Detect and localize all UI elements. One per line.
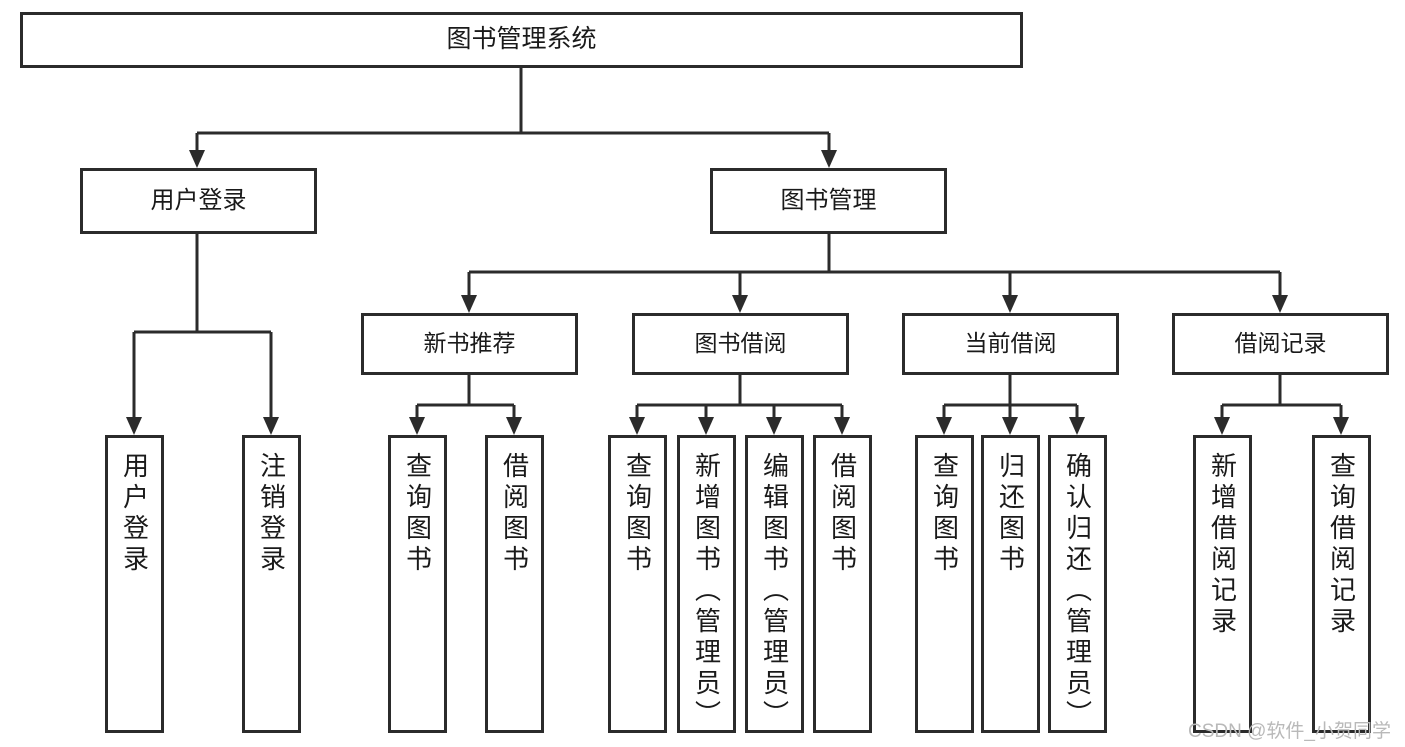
node-leaf-book-borrow-query[interactable]: 查询图书 bbox=[608, 435, 667, 733]
node-leaf-current-borrow-query[interactable]: 查询图书 bbox=[915, 435, 974, 733]
node-leaf-new-book-borrow-label: 借阅图书 bbox=[499, 452, 530, 576]
node-group-book-borrow[interactable]: 图书借阅 bbox=[632, 313, 849, 375]
arrow-book-borrow-leaf-3 bbox=[766, 417, 782, 435]
arrow-root-to-book-manage bbox=[821, 150, 837, 168]
arrow-borrow-record-leaf-1 bbox=[1214, 417, 1230, 435]
node-leaf-book-borrow-add[interactable]: 新增图书（管理员） bbox=[677, 435, 736, 733]
node-leaf-book-borrow-borrow[interactable]: 借阅图书 bbox=[813, 435, 872, 733]
node-leaf-user-login-logout[interactable]: 注销登录 bbox=[242, 435, 301, 733]
arrow-current-borrow-leaf-3 bbox=[1069, 417, 1085, 435]
arrow-book-borrow-leaf-4 bbox=[834, 417, 850, 435]
node-leaf-borrow-record-query[interactable]: 查询借阅记录 bbox=[1312, 435, 1371, 733]
node-leaf-current-borrow-return[interactable]: 归还图书 bbox=[981, 435, 1040, 733]
node-leaf-current-borrow-return-label: 归还图书 bbox=[995, 452, 1026, 576]
arrow-book-manage-group-3 bbox=[1002, 295, 1018, 313]
node-leaf-current-borrow-query-label: 查询图书 bbox=[929, 452, 960, 576]
node-leaf-borrow-record-query-label: 查询借阅记录 bbox=[1326, 452, 1357, 638]
node-branch-user-login[interactable]: 用户登录 bbox=[80, 168, 317, 234]
node-leaf-new-book-borrow[interactable]: 借阅图书 bbox=[485, 435, 544, 733]
arrow-current-borrow-leaf-2 bbox=[1002, 417, 1018, 435]
arrow-book-borrow-leaf-1 bbox=[629, 417, 645, 435]
node-group-borrow-record[interactable]: 借阅记录 bbox=[1172, 313, 1389, 375]
node-branch-user-login-label: 用户登录 bbox=[150, 186, 247, 214]
node-root-label: 图书管理系统 bbox=[446, 25, 597, 54]
node-leaf-user-login-login-label: 用户登录 bbox=[119, 452, 150, 576]
arrow-new-book-leaf-2 bbox=[506, 417, 522, 435]
node-leaf-current-borrow-confirm-label: 确认归还（管理员） bbox=[1062, 452, 1093, 731]
arrow-book-borrow-leaf-2 bbox=[698, 417, 714, 435]
node-leaf-user-login-logout-label: 注销登录 bbox=[256, 452, 287, 576]
node-group-borrow-record-label: 借阅记录 bbox=[1234, 330, 1327, 357]
node-group-book-borrow-label: 图书借阅 bbox=[694, 330, 787, 357]
arrow-current-borrow-leaf-1 bbox=[936, 417, 952, 435]
arrow-book-manage-group-4 bbox=[1272, 295, 1288, 313]
node-root-system[interactable]: 图书管理系统 bbox=[20, 12, 1023, 68]
node-leaf-book-borrow-borrow-label: 借阅图书 bbox=[827, 452, 858, 576]
arrow-book-manage-group-1 bbox=[461, 295, 477, 313]
node-leaf-book-borrow-query-label: 查询图书 bbox=[622, 452, 653, 576]
node-branch-book-management-label: 图书管理 bbox=[780, 186, 877, 214]
arrow-borrow-record-leaf-2 bbox=[1333, 417, 1349, 435]
arrow-new-book-leaf-1 bbox=[409, 417, 425, 435]
arrow-root-to-user-login bbox=[189, 150, 205, 168]
node-leaf-new-book-query-label: 查询图书 bbox=[402, 452, 433, 576]
node-group-current-borrow-label: 当前借阅 bbox=[964, 330, 1057, 357]
arrow-book-manage-group-2 bbox=[732, 295, 748, 313]
node-leaf-book-borrow-edit[interactable]: 编辑图书（管理员） bbox=[745, 435, 804, 733]
node-group-new-book-recommend[interactable]: 新书推荐 bbox=[361, 313, 578, 375]
node-leaf-book-borrow-add-label: 新增图书（管理员） bbox=[691, 452, 722, 731]
node-branch-book-management[interactable]: 图书管理 bbox=[710, 168, 947, 234]
node-leaf-book-borrow-edit-label: 编辑图书（管理员） bbox=[759, 452, 790, 731]
node-leaf-new-book-query[interactable]: 查询图书 bbox=[388, 435, 447, 733]
node-leaf-current-borrow-confirm[interactable]: 确认归还（管理员） bbox=[1048, 435, 1107, 733]
node-leaf-borrow-record-add[interactable]: 新增借阅记录 bbox=[1193, 435, 1252, 733]
arrow-user-login-leaf-1 bbox=[126, 417, 142, 435]
node-group-new-book-recommend-label: 新书推荐 bbox=[423, 330, 516, 357]
node-leaf-user-login-login[interactable]: 用户登录 bbox=[105, 435, 164, 733]
arrow-user-login-leaf-2 bbox=[263, 417, 279, 435]
node-group-current-borrow[interactable]: 当前借阅 bbox=[902, 313, 1119, 375]
node-leaf-borrow-record-add-label: 新增借阅记录 bbox=[1207, 452, 1238, 638]
